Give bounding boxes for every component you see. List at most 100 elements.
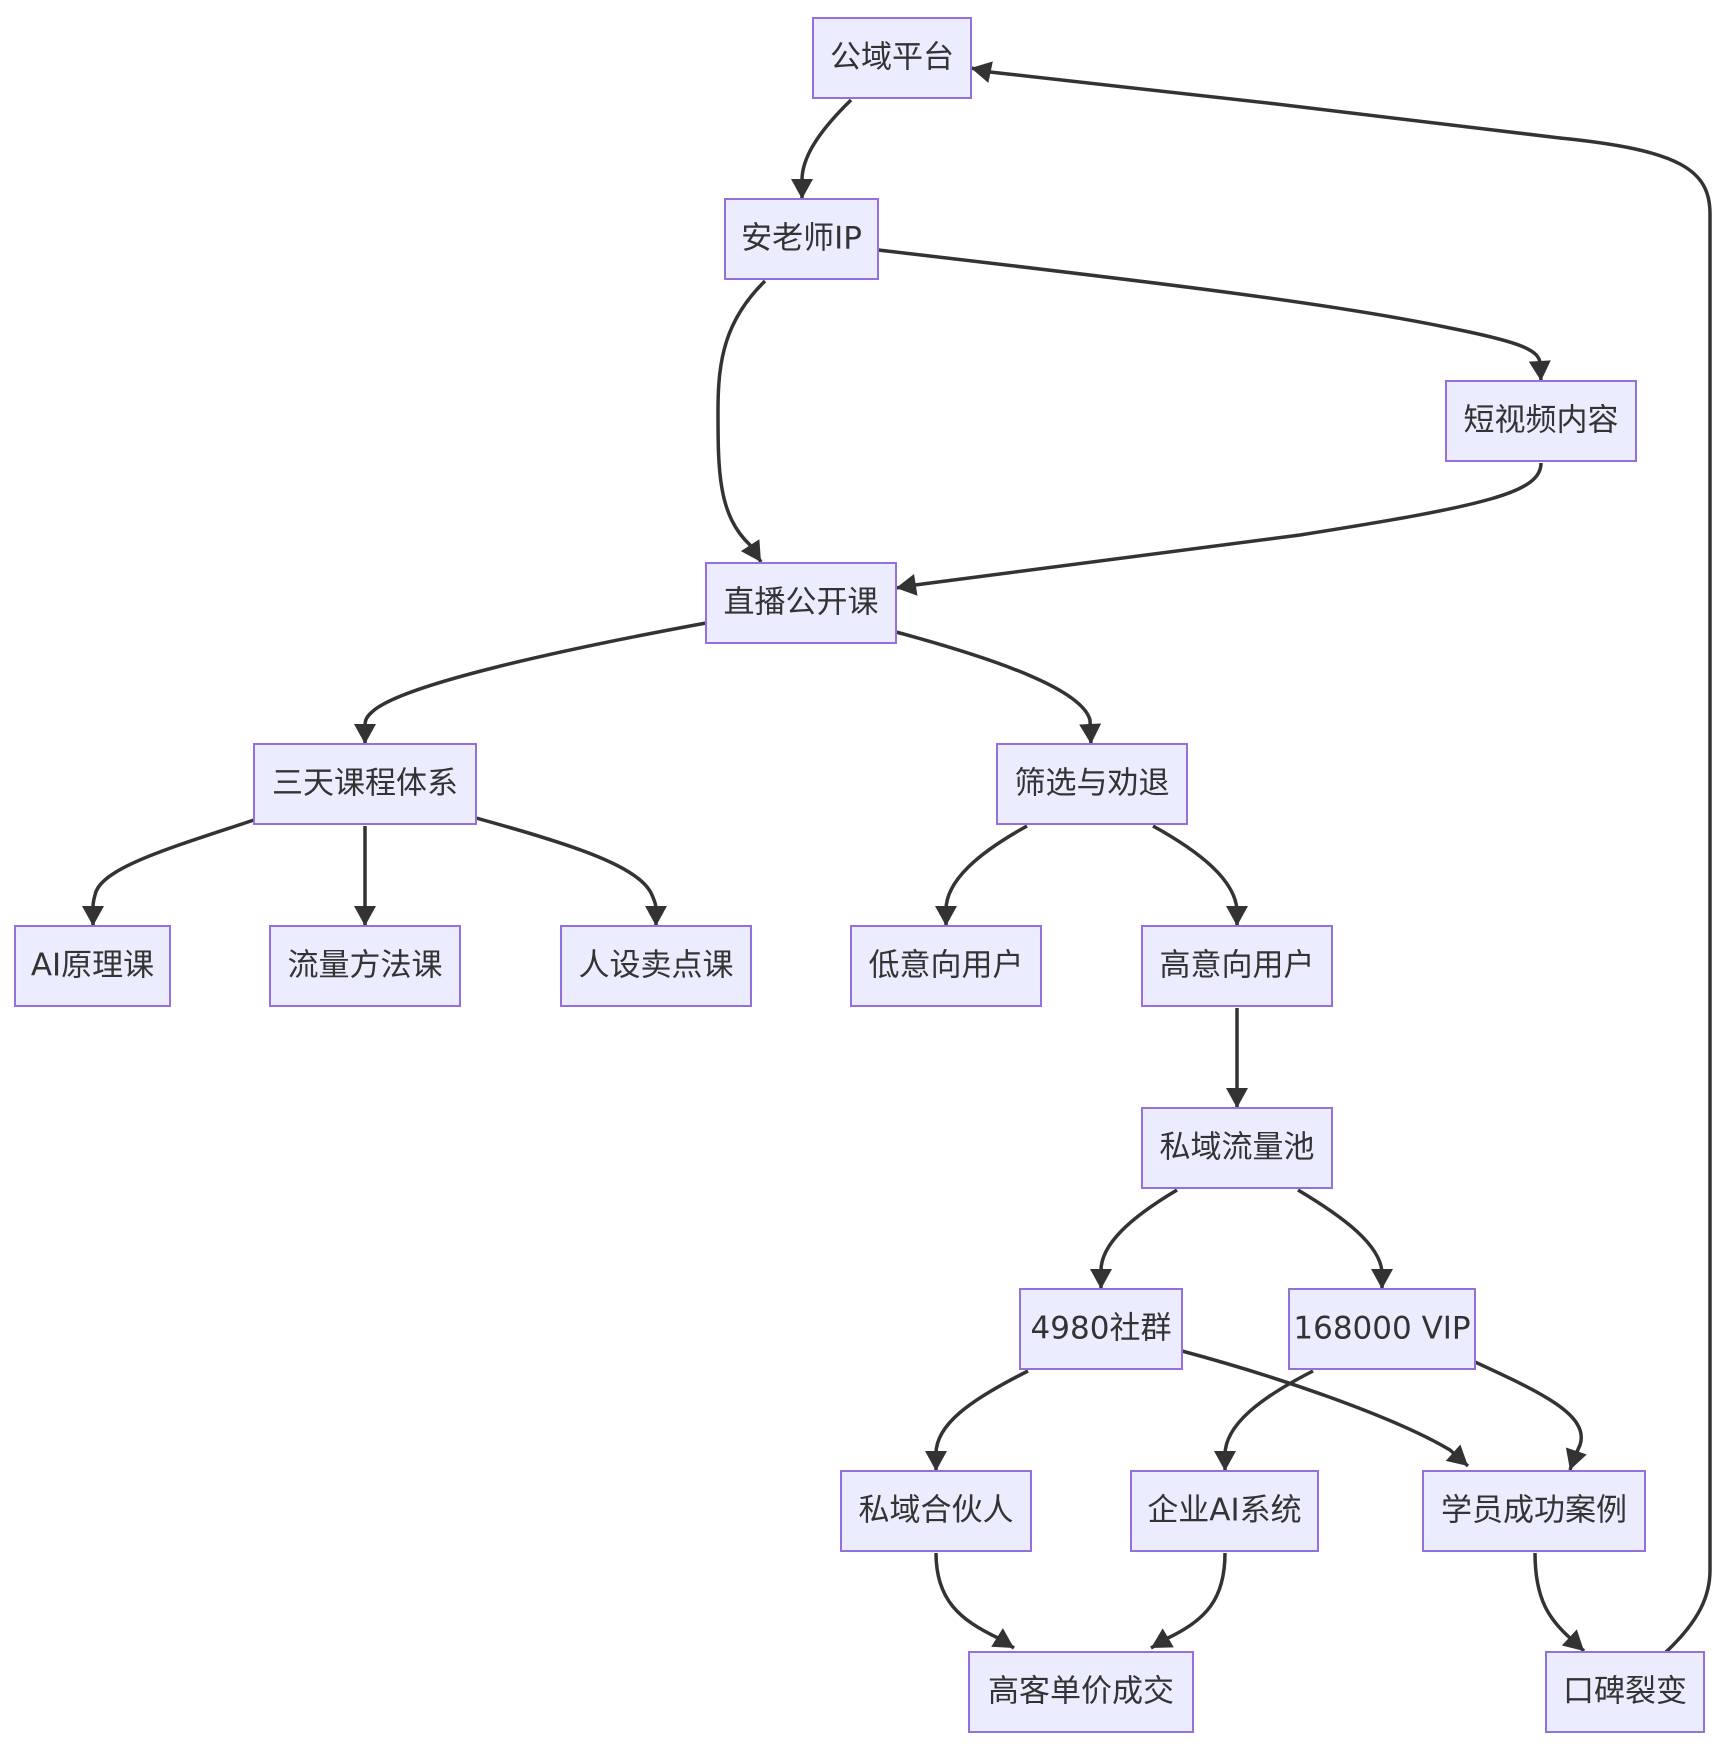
node-live-class[interactable]: 直播公开课	[705, 562, 897, 644]
arrowhead-high-intent-to-private-pool	[1226, 1088, 1248, 1108]
edge-word-of-mouth-to-public-platform	[970, 66, 1712, 1654]
edges-layer	[91, 66, 1712, 1654]
arrowhead-private-partner-to-high-ticket-deal	[991, 1628, 1014, 1648]
node-box-high-ticket-deal	[968, 1651, 1194, 1733]
edge-teacher-ip-to-live-class	[716, 279, 767, 563]
node-label-high-ticket-deal: 高客单价成交	[988, 1674, 1174, 1710]
edge-teacher-ip-to-short-video	[877, 248, 1543, 382]
arrowhead-course-system-to-traffic-course	[354, 906, 376, 926]
edge-success-cases-to-word-of-mouth	[1533, 1552, 1586, 1653]
node-traffic-course[interactable]: 流量方法课	[269, 925, 461, 1007]
node-success-cases[interactable]: 学员成功案例	[1422, 1470, 1646, 1552]
node-label-private-partner: 私域合伙人	[859, 1493, 1014, 1529]
node-box-ai-course	[14, 925, 171, 1007]
node-persona-course[interactable]: 人设卖点课	[560, 925, 752, 1007]
node-vip-168000[interactable]: 168000 VIP	[1288, 1288, 1476, 1370]
node-box-live-class	[705, 562, 897, 644]
arrowheads-layer	[82, 61, 1587, 1651]
node-box-private-pool	[1141, 1107, 1333, 1189]
node-label-enterprise-ai: 企业AI系统	[1147, 1493, 1301, 1529]
arrowhead-live-class-to-course-system	[354, 724, 376, 744]
edge-course-system-to-persona-course	[475, 816, 658, 926]
node-box-short-video	[1445, 380, 1637, 462]
edge-live-class-to-screening	[895, 630, 1093, 745]
node-label-live-class: 直播公开课	[724, 585, 879, 621]
node-label-screening: 筛选与劝退	[1015, 766, 1170, 802]
node-box-course-system	[253, 743, 477, 825]
arrowhead-short-video-to-live-class	[896, 574, 918, 596]
node-label-word-of-mouth: 口碑裂变	[1563, 1674, 1687, 1710]
node-label-course-system: 三天课程体系	[272, 766, 458, 802]
arrowhead-course-system-to-ai-course	[82, 906, 104, 926]
node-label-community-4980: 4980社群	[1031, 1311, 1172, 1347]
node-label-traffic-course: 流量方法课	[288, 948, 443, 984]
node-box-enterprise-ai	[1130, 1470, 1319, 1552]
edge-community-4980-to-private-partner	[934, 1369, 1029, 1471]
edge-private-pool-to-vip-168000	[1297, 1188, 1384, 1289]
node-label-low-intent: 低意向用户	[869, 948, 1024, 984]
node-course-system[interactable]: 三天课程体系	[253, 743, 477, 825]
edge-screening-to-high-intent	[1152, 824, 1239, 926]
node-label-private-pool: 私域流量池	[1160, 1130, 1315, 1166]
node-screening[interactable]: 筛选与劝退	[996, 743, 1188, 825]
node-word-of-mouth[interactable]: 口碑裂变	[1545, 1651, 1705, 1733]
arrowhead-vip-168000-to-enterprise-ai	[1214, 1451, 1236, 1471]
edge-live-class-to-course-system	[363, 621, 707, 744]
node-label-vip-168000: 168000 VIP	[1293, 1311, 1470, 1347]
edge-private-pool-to-community-4980	[1099, 1188, 1178, 1289]
node-box-word-of-mouth	[1545, 1651, 1705, 1733]
arrowhead-word-of-mouth-to-public-platform	[971, 61, 993, 83]
node-private-pool[interactable]: 私域流量池	[1141, 1107, 1333, 1189]
node-box-low-intent	[850, 925, 1042, 1007]
node-private-partner[interactable]: 私域合伙人	[840, 1470, 1032, 1552]
arrowhead-private-pool-to-vip-168000	[1371, 1269, 1393, 1289]
node-label-success-cases: 学员成功案例	[1441, 1493, 1627, 1529]
edge-public-platform-to-teacher-ip	[800, 98, 853, 199]
node-public-platform[interactable]: 公域平台	[812, 17, 972, 99]
arrowhead-course-system-to-persona-course	[645, 906, 667, 926]
arrowhead-enterprise-ai-to-high-ticket-deal	[1151, 1628, 1174, 1648]
arrowhead-success-cases-to-word-of-mouth	[1561, 1629, 1584, 1651]
edge-community-4980-to-success-cases	[1181, 1349, 1470, 1468]
node-ai-course[interactable]: AI原理课	[14, 925, 171, 1007]
node-label-short-video: 短视频内容	[1464, 403, 1619, 439]
node-box-public-platform	[812, 17, 972, 99]
node-box-community-4980	[1019, 1288, 1183, 1370]
node-teacher-ip[interactable]: 安老师IP	[724, 198, 879, 280]
arrowhead-screening-to-high-intent	[1226, 906, 1248, 926]
node-short-video[interactable]: 短视频内容	[1445, 380, 1637, 462]
edge-course-system-to-ai-course	[91, 818, 255, 926]
node-box-vip-168000	[1288, 1288, 1476, 1370]
edge-enterprise-ai-to-high-ticket-deal	[1150, 1552, 1227, 1650]
node-label-teacher-ip: 安老师IP	[741, 221, 862, 257]
arrowhead-screening-to-low-intent	[935, 906, 957, 926]
edge-short-video-to-live-class	[895, 462, 1543, 590]
arrowhead-community-4980-to-private-partner	[925, 1451, 947, 1471]
edge-screening-to-low-intent	[944, 824, 1028, 926]
node-box-high-intent	[1141, 925, 1333, 1007]
node-box-traffic-course	[269, 925, 461, 1007]
node-low-intent[interactable]: 低意向用户	[850, 925, 1042, 1007]
node-label-high-intent: 高意向用户	[1160, 948, 1315, 984]
node-box-success-cases	[1422, 1470, 1646, 1552]
arrowhead-public-platform-to-teacher-ip	[791, 179, 813, 199]
node-high-intent[interactable]: 高意向用户	[1141, 925, 1333, 1007]
node-high-ticket-deal[interactable]: 高客单价成交	[968, 1651, 1194, 1733]
arrowhead-vip-168000-to-success-cases	[1565, 1447, 1587, 1470]
edge-vip-168000-to-success-cases	[1474, 1360, 1584, 1471]
node-box-screening	[996, 743, 1188, 825]
node-label-ai-course: AI原理课	[31, 948, 154, 984]
arrowhead-teacher-ip-to-short-video	[1528, 360, 1551, 381]
arrowhead-teacher-ip-to-live-class	[740, 539, 761, 562]
node-enterprise-ai[interactable]: 企业AI系统	[1130, 1470, 1319, 1552]
arrowhead-live-class-to-screening	[1079, 723, 1102, 744]
node-community-4980[interactable]: 4980社群	[1019, 1288, 1183, 1370]
arrowhead-private-pool-to-community-4980	[1090, 1269, 1112, 1289]
node-label-public-platform: 公域平台	[830, 40, 954, 76]
node-box-private-partner	[840, 1470, 1032, 1552]
arrowhead-community-4980-to-success-cases	[1445, 1444, 1468, 1466]
node-label-persona-course: 人设卖点课	[579, 948, 734, 984]
edge-private-partner-to-high-ticket-deal	[934, 1552, 1015, 1650]
